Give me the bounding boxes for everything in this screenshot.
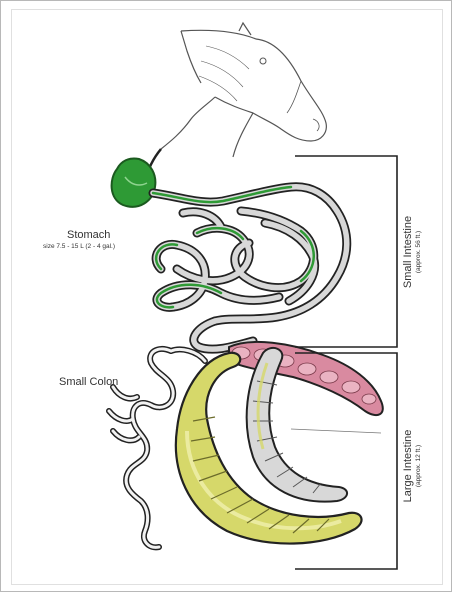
large-intestine-capacity-label: (approx. 12 ft.) xyxy=(414,406,424,526)
small-intestine-capacity-label: (approx. 56 ft.) xyxy=(414,192,424,312)
small-colon-label: Small Colon xyxy=(59,377,118,388)
small-intestine-label: Small Intestine xyxy=(402,192,414,312)
stomach-organ xyxy=(112,158,156,206)
large-intestine-label: Large Intestine xyxy=(402,406,414,526)
large-intestine-label-group: Large Intestine (approx. 12 ft.) xyxy=(402,406,432,526)
small-intestine-coils xyxy=(153,187,347,349)
stomach-capacity-label: size 7.5 - 15 L (2 - 4 gal.) xyxy=(43,244,115,251)
stomach-label: Stomach xyxy=(67,230,110,241)
cecum-pointer-line xyxy=(291,429,381,433)
small-intestine-label-group: Small Intestine (approx. 56 ft.) xyxy=(402,192,432,312)
horse-head-sketch xyxy=(161,23,326,157)
